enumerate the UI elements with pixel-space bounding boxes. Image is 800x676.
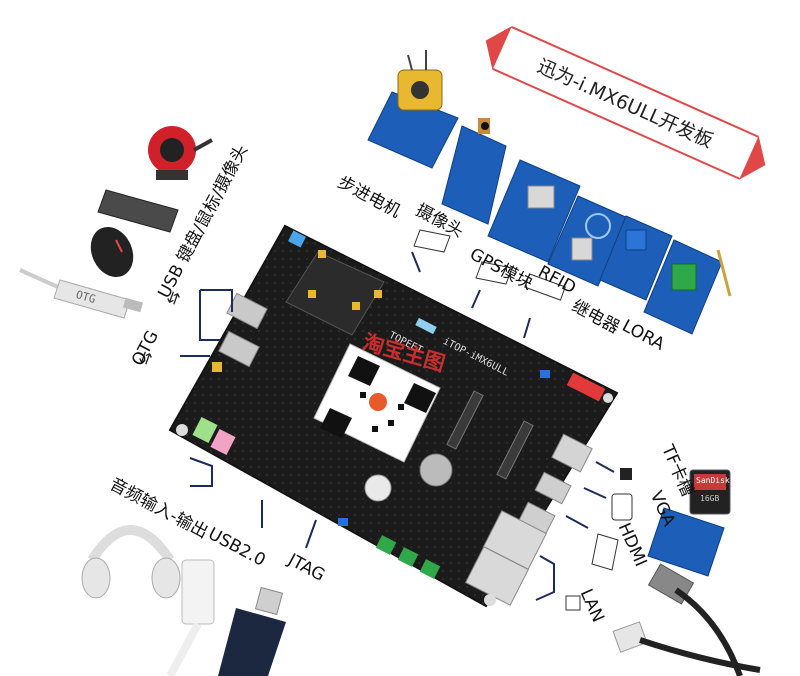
svg-text:⇆: ⇆ bbox=[162, 288, 184, 307]
rfid-module bbox=[547, 195, 629, 287]
leader-lines bbox=[180, 251, 615, 601]
sd-card bbox=[689, 469, 731, 515]
hdmi-cable bbox=[647, 563, 743, 676]
camera-port-icon bbox=[413, 229, 451, 253]
vga-port-icon bbox=[611, 493, 633, 521]
gps-module bbox=[487, 159, 581, 263]
rfid-header-icon bbox=[524, 273, 566, 301]
hdmi-port-icon bbox=[591, 533, 619, 571]
mouse bbox=[90, 226, 134, 278]
camera-module bbox=[441, 118, 507, 225]
jtag-debugger bbox=[218, 586, 286, 676]
lora-module bbox=[643, 239, 732, 335]
sd-card-icon bbox=[620, 468, 632, 480]
relay-module bbox=[599, 215, 673, 301]
webcam bbox=[148, 126, 213, 180]
keyboard bbox=[97, 189, 179, 233]
sd-card-brand: SanDisk bbox=[696, 476, 730, 485]
ethernet-cable bbox=[612, 621, 761, 673]
dev-board bbox=[168, 224, 619, 608]
qr-code bbox=[313, 343, 441, 463]
lan-port-icon bbox=[565, 595, 581, 611]
gps-port-icon bbox=[475, 261, 513, 285]
otg-cable bbox=[19, 268, 144, 319]
svg-text:⇆: ⇆ bbox=[134, 348, 156, 367]
usb-cable bbox=[166, 559, 215, 676]
stepper-motor-module bbox=[367, 50, 459, 169]
headphones bbox=[81, 525, 181, 599]
vga-adapter bbox=[647, 507, 725, 577]
sd-card-size: 16GB bbox=[700, 494, 720, 503]
usb-icon: ⇆ ⇆ bbox=[134, 288, 184, 367]
